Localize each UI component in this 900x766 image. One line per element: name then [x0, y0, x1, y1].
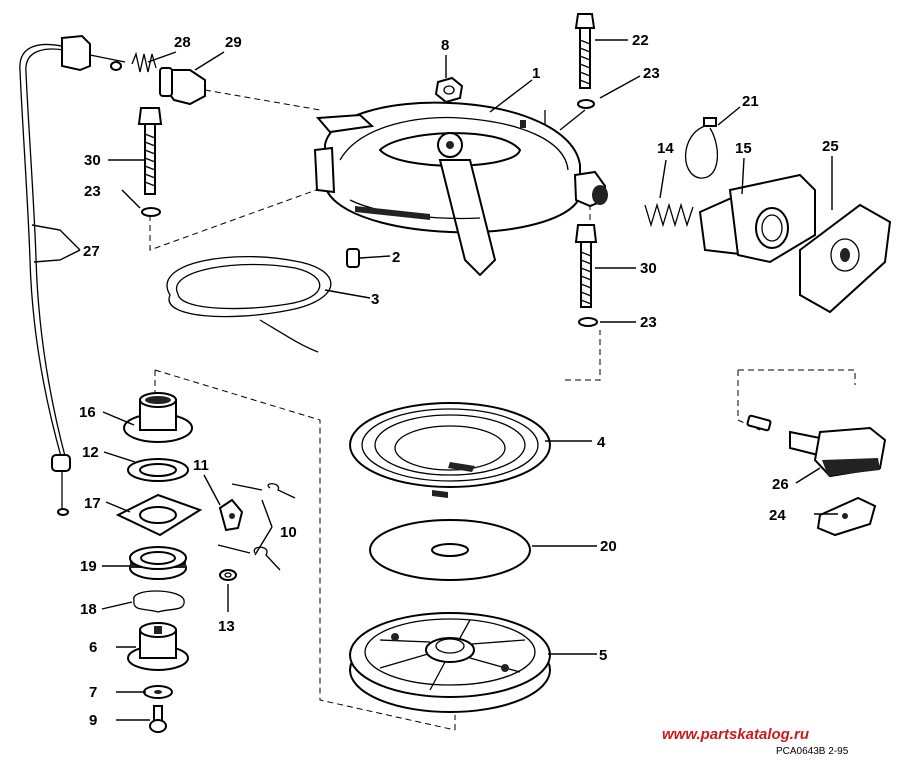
- retainer-13: [219, 569, 237, 581]
- nut-8: [434, 76, 464, 104]
- label-part-30-left: 30: [84, 152, 101, 169]
- label-part-10: 10: [280, 524, 297, 541]
- label-part-8: 8: [441, 37, 449, 54]
- label-part-12: 12: [82, 444, 99, 461]
- label-part-6: 6: [89, 639, 97, 656]
- label-part-13: 13: [218, 618, 235, 635]
- washer-23-bottom-right: [578, 317, 598, 327]
- label-part-9: 9: [89, 712, 97, 729]
- label-part-27: 27: [83, 243, 100, 260]
- o-ring-18: [133, 590, 185, 613]
- label-part-4: 4: [597, 434, 606, 451]
- label-part-3: 3: [371, 291, 379, 308]
- label-part-22: 22: [632, 32, 649, 49]
- drawing-code: PCA0643B 2-95: [776, 746, 849, 757]
- handle-insert-24: [816, 496, 877, 537]
- label-part-1: 1: [532, 65, 540, 82]
- label-part-18: 18: [80, 601, 97, 618]
- label-part-19: 19: [80, 558, 97, 575]
- choke-cable-27: [19, 34, 126, 516]
- rewind-housing-1: [313, 101, 608, 277]
- label-part-7: 7: [89, 684, 97, 701]
- label-part-29: 29: [225, 34, 242, 51]
- spring-28: [110, 51, 157, 73]
- label-part-5: 5: [599, 647, 607, 664]
- pawl-holder-6: [127, 622, 189, 671]
- pulley-5: [349, 612, 551, 713]
- leader-lines: [31, 39, 838, 721]
- decal-plate-25: [799, 203, 892, 314]
- screw-9: [149, 705, 167, 733]
- choke-knob-15: [698, 173, 816, 264]
- rewind-spring-4: [349, 402, 551, 498]
- starter-rope-3: [166, 255, 332, 353]
- washer-7: [143, 685, 173, 699]
- bolt-22: [574, 13, 596, 89]
- part-labels: 1 2 3 4 5 6 7 8 9 10 11 12 13 14 15 16 1…: [79, 32, 839, 729]
- label-part-17: 17: [84, 495, 101, 512]
- handle-26: [746, 414, 887, 478]
- plate-17: [115, 493, 203, 537]
- label-part-25: 25: [822, 138, 839, 155]
- washer-23-left: [141, 207, 161, 217]
- cam-16: [123, 392, 193, 443]
- label-part-15: 15: [735, 140, 752, 157]
- plunger-29: [159, 67, 206, 106]
- pawl-11: [218, 498, 244, 532]
- label-part-14: 14: [657, 140, 674, 157]
- label-part-20: 20: [600, 538, 617, 555]
- watermark-text: www.partskatalog.ru: [662, 726, 809, 743]
- bolt-30-right: [574, 224, 598, 308]
- label-part-28: 28: [174, 34, 191, 51]
- label-part-23-top-right: 23: [643, 65, 660, 82]
- label-part-23-left: 23: [84, 183, 101, 200]
- label-part-21: 21: [742, 93, 759, 110]
- spring-14: [644, 202, 694, 228]
- spring-10: [217, 483, 296, 571]
- spring-plate-20: [369, 519, 531, 581]
- label-part-2: 2: [392, 249, 400, 266]
- washer-12: [127, 458, 189, 482]
- bolt-30-left: [137, 107, 163, 195]
- seal-19: [129, 546, 187, 580]
- label-part-26: 26: [772, 476, 789, 493]
- clip-21: [684, 117, 719, 179]
- label-part-24: 24: [769, 507, 786, 524]
- label-part-23-bottom-right: 23: [640, 314, 657, 331]
- washer-23-top-right: [577, 99, 595, 109]
- pin-2: [346, 248, 360, 268]
- label-part-16: 16: [79, 404, 96, 421]
- label-part-30-right: 30: [640, 260, 657, 277]
- label-part-11: 11: [193, 457, 209, 474]
